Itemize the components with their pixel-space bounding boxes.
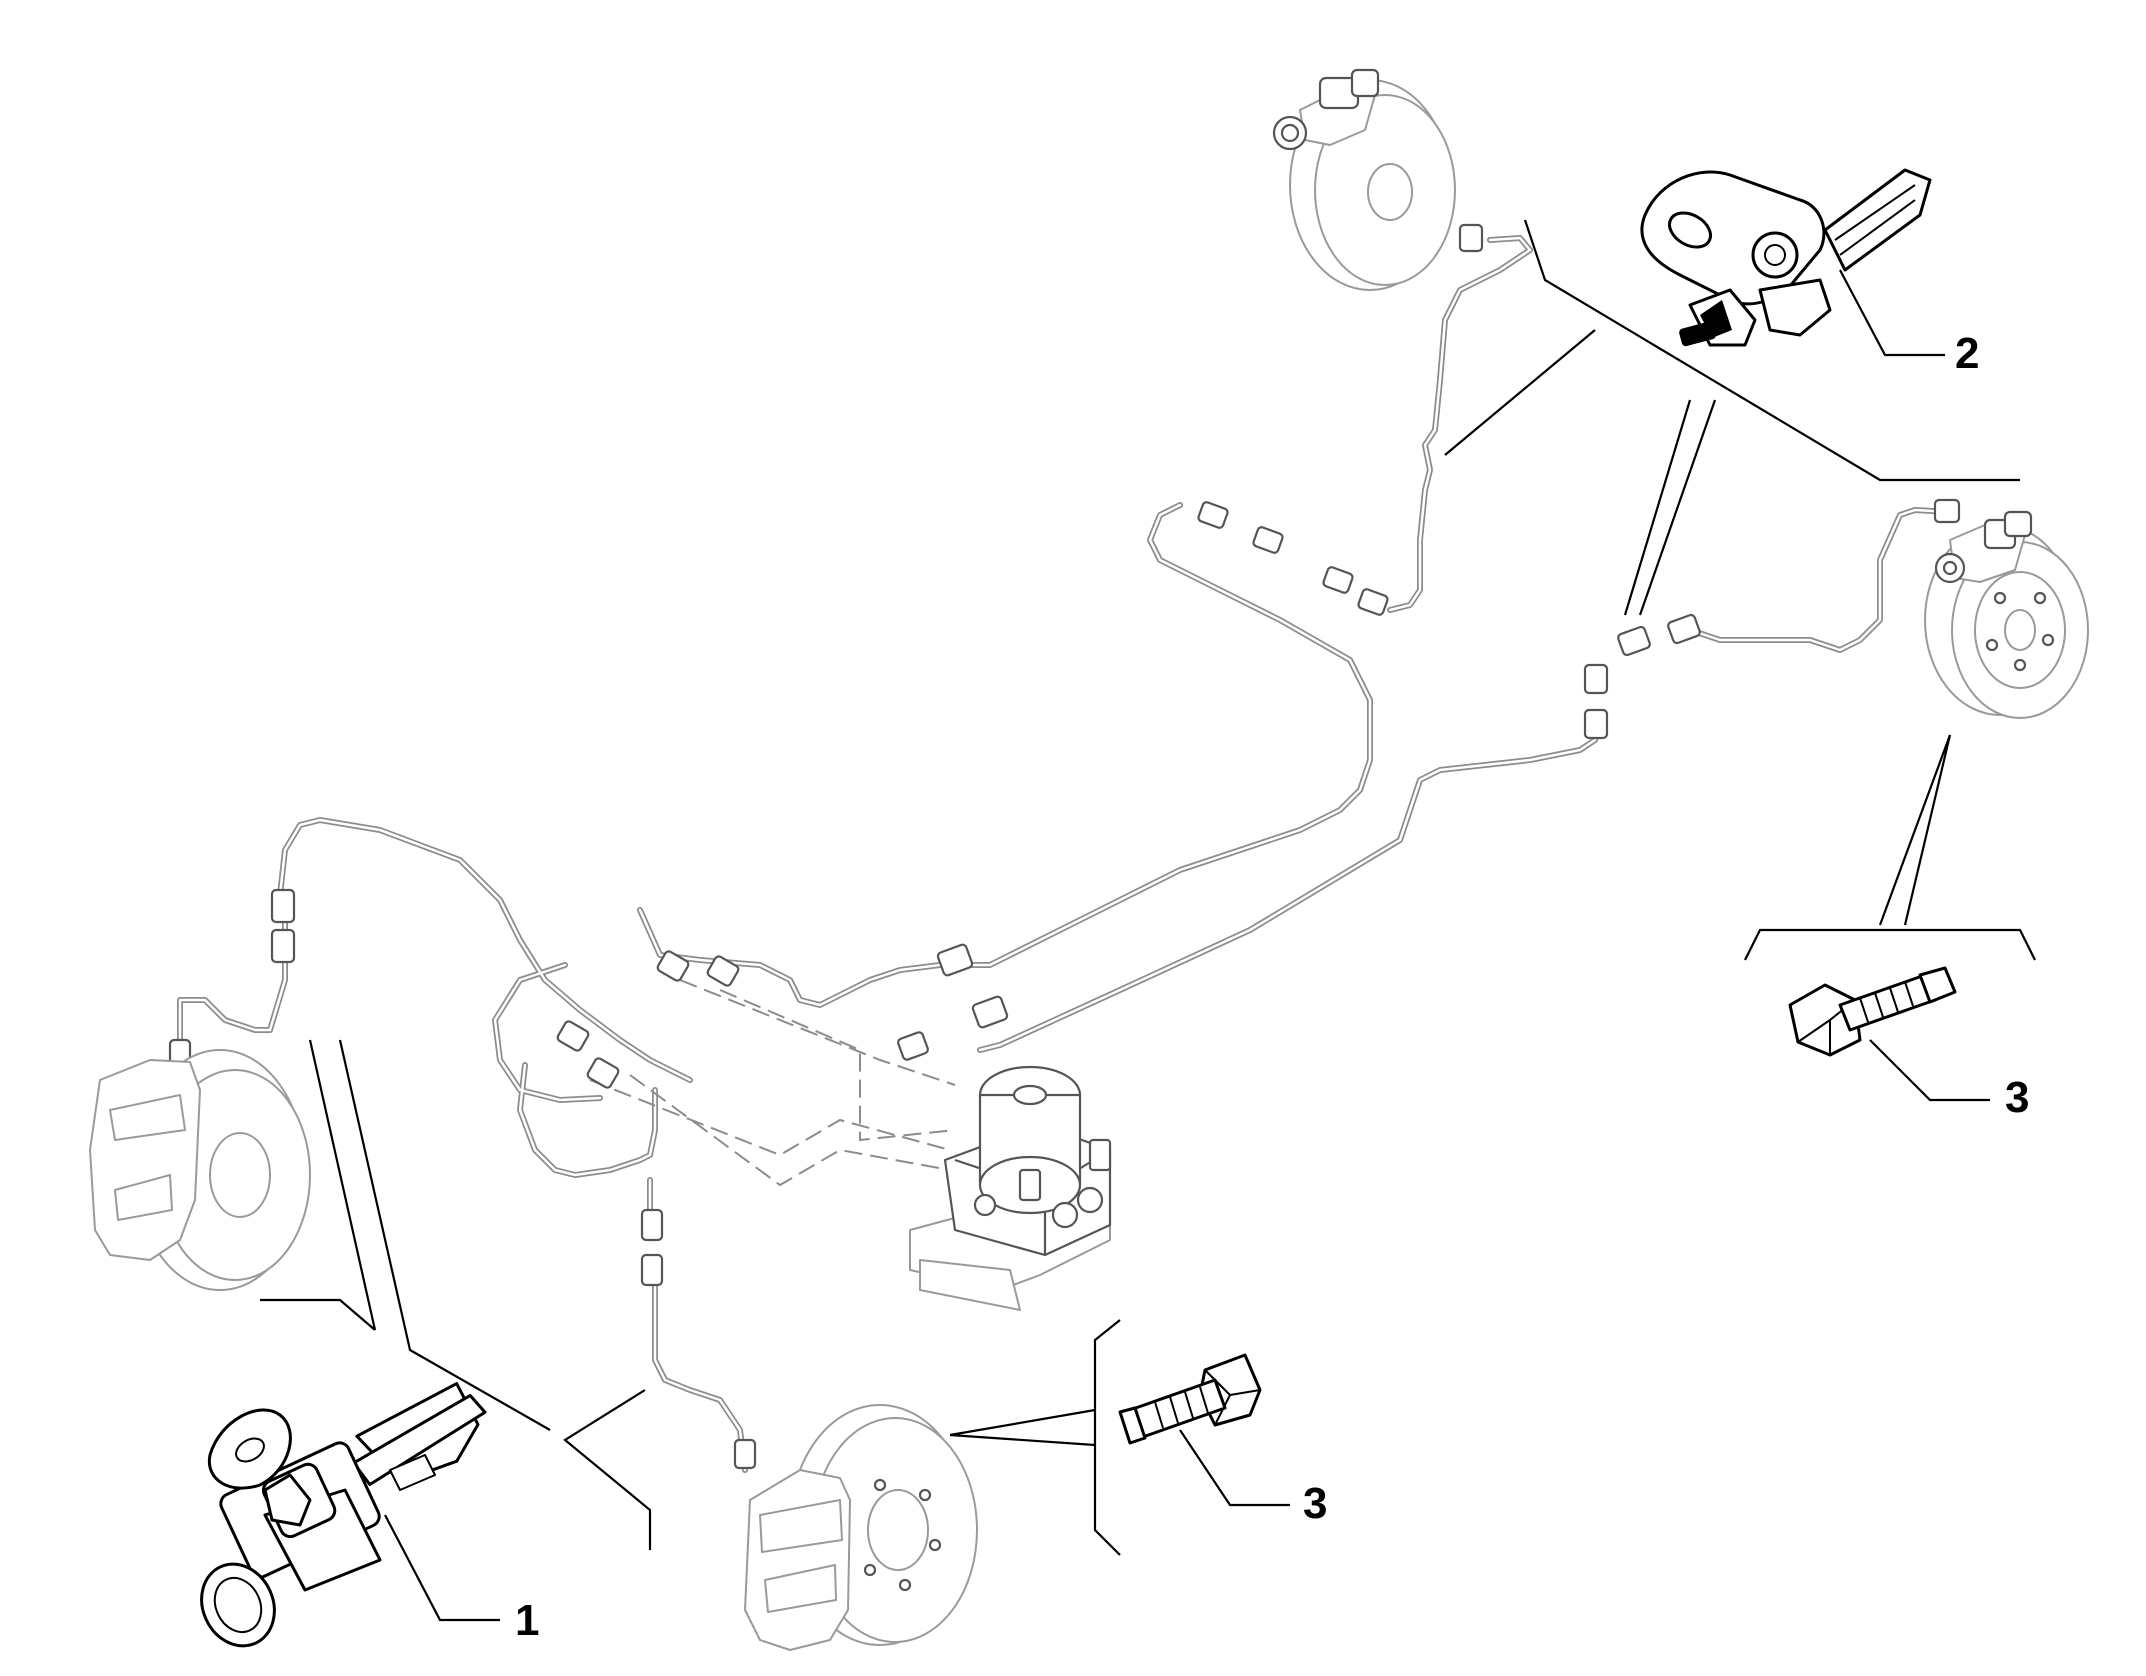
fitting: [936, 943, 974, 977]
fitting: [971, 995, 1009, 1029]
brake-pipe-inner: [278, 818, 692, 1082]
fitting: [706, 955, 740, 987]
brake-pipe: [1387, 235, 1533, 613]
fitting: [1933, 498, 1961, 524]
brake-pipe: [637, 502, 1373, 1008]
fitting: [1667, 613, 1701, 645]
bolt-left: [1118, 1353, 1262, 1445]
fitting: [897, 1031, 929, 1061]
wheel-speed-sensor-front: [200, 1382, 487, 1648]
brake-pipe: [277, 817, 693, 1083]
brake-pipe-inner: [1688, 508, 1952, 652]
brake-pipe-inner: [518, 1063, 657, 1177]
rear-drum-brake-right: [1924, 510, 2089, 719]
fitting: [1583, 663, 1609, 695]
fitting: [270, 888, 296, 924]
brake-pipe-network: [177, 235, 1953, 1473]
callout-leaders: [384, 269, 1990, 1622]
abs-hydraulic-modulator: [909, 1065, 1112, 1311]
brake-pipe-inner: [1388, 236, 1532, 612]
fitting: [640, 1253, 664, 1287]
brake-pipe-inner: [493, 963, 602, 1102]
callout-2: 2: [1955, 329, 1979, 378]
fitting: [733, 1438, 757, 1470]
leader-lines: [260, 219, 2036, 1556]
brake-pipe: [652, 1277, 748, 1473]
brake-pipe-inner: [978, 723, 1602, 1052]
fitting: [1322, 566, 1354, 594]
front-disc-brake-right: [744, 1404, 978, 1651]
fitting: [1458, 223, 1484, 253]
fitting: [1252, 526, 1284, 554]
fitting: [656, 950, 690, 982]
wheel-speed-sensor-rear: [1640, 168, 1932, 347]
brake-pipe: [1687, 507, 1953, 653]
callout-1: 1: [515, 1596, 539, 1645]
fitting: [586, 1057, 620, 1089]
brake-pipe-inner: [638, 503, 1372, 1007]
fitting: [1197, 501, 1229, 529]
callout-3-right: 3: [2005, 1073, 2029, 1122]
pipe-fittings: [168, 223, 1961, 1470]
bolt-right: [1788, 966, 1957, 1057]
brake-pipe-inner: [178, 918, 287, 1052]
fitting: [1617, 625, 1651, 657]
front-disc-brake-left: [89, 1049, 311, 1291]
abs-connection-dashes: [589, 979, 956, 1187]
fitting: [270, 928, 296, 964]
fitting: [1357, 588, 1389, 616]
fitting: [1583, 708, 1609, 740]
fitting: [640, 1208, 664, 1242]
brake-pipe-inner: [653, 1278, 747, 1472]
brake-pipe: [977, 722, 1603, 1053]
rear-drum-brake-top: [1272, 68, 1456, 291]
callout-3-bottom: 3: [1303, 1479, 1327, 1528]
callout-labels: 1 2 3 3: [515, 329, 2029, 1645]
brake-pipe: [517, 1062, 658, 1178]
fitting: [556, 1020, 590, 1052]
